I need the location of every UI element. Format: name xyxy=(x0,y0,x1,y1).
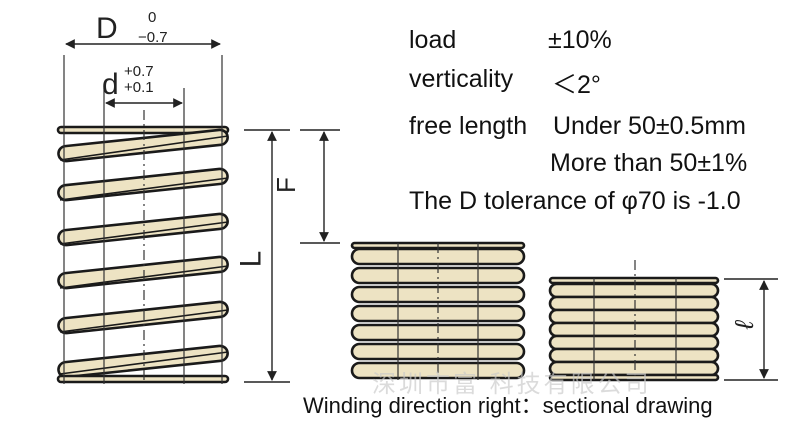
spring-1-back-coils xyxy=(59,135,229,375)
dim-l xyxy=(724,278,778,381)
watermark: 深圳市富 科技有限公司 xyxy=(372,371,652,398)
dim-l-label: ℓ xyxy=(729,320,760,330)
dim-d-label: d xyxy=(102,68,119,101)
dim-L-label: L xyxy=(234,250,268,268)
spec-free-length-under: Under 50±0.5mm xyxy=(553,112,746,140)
spec-load-value: ±10% xyxy=(548,26,612,54)
spec-verticality-label: verticality xyxy=(409,65,514,93)
spring-solid xyxy=(548,260,720,382)
spec-d-tolerance: The D tolerance of φ70 is -1.0 xyxy=(409,187,741,215)
dim-D-label: D xyxy=(96,12,118,45)
caption: Winding direction right：sectional drawin… xyxy=(303,393,713,418)
dim-F xyxy=(300,129,340,244)
spec-free-length-label: free length xyxy=(409,112,528,140)
spring-free-length xyxy=(56,39,230,384)
dim-d-lower-tol: +0.1 xyxy=(124,79,154,96)
spec-verticality-value: ＜2° xyxy=(552,71,601,99)
spring-1-coils xyxy=(56,125,230,384)
spec-free-length-more: More than 50±1% xyxy=(550,149,748,177)
dim-L xyxy=(244,129,290,383)
dim-F-label: F xyxy=(270,177,301,193)
spring-compressed xyxy=(350,241,526,380)
dim-D-lower-tol: −0.7 xyxy=(138,29,168,46)
spec-load-label: load xyxy=(409,26,457,54)
spring-1-guidelines xyxy=(63,55,223,384)
dim-d-upper-tol: +0.7 xyxy=(124,63,154,80)
dim-D-upper-tol: 0 xyxy=(148,9,157,26)
